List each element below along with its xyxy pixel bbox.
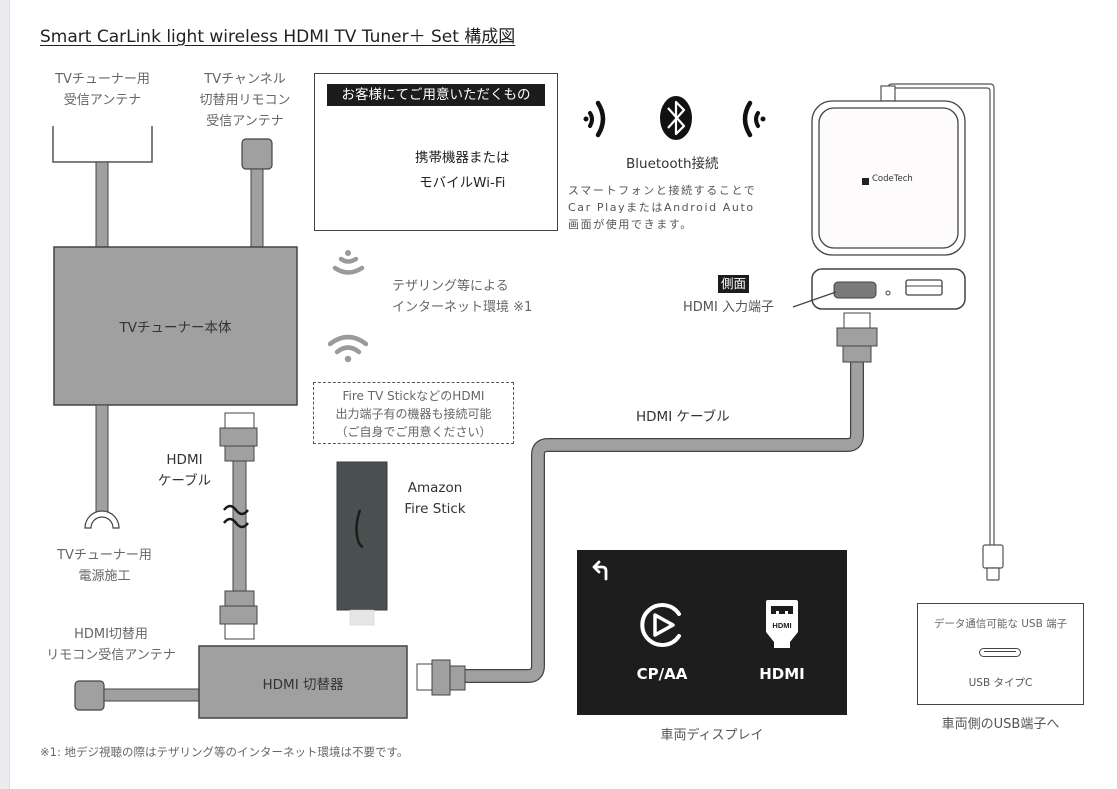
hdmi-cable-main [416, 312, 878, 696]
tv-antenna-label: TVチューナー用 受信アンテナ [40, 69, 165, 111]
channel-remote-label-line2: 切替用リモコン [199, 93, 291, 108]
tv-tuner-body [53, 246, 298, 406]
tv-antenna-icon [52, 126, 153, 248]
hdmi-cable-left-line1: HDMI [166, 452, 203, 468]
customer-device-line2: モバイルWi-Fi [419, 175, 506, 191]
bluetooth-desc-line3: 画面が使用できます。 [568, 218, 693, 231]
footnote: ※1: 地デジ視聴の際はテザリング等のインターネット環境は不要です。 [40, 745, 409, 759]
hdmi-input-port-label: HDMI 入力端子 [683, 300, 774, 315]
hdmi-cable-left [219, 412, 258, 640]
bluetooth-label: Bluetooth接続 [626, 156, 719, 172]
customer-device-text: 携帯機器または モバイルWi-Fi [415, 146, 510, 196]
hdmi-cable-main-label: HDMI ケーブル [636, 409, 730, 425]
bluetooth-desc-line2: Car PlayまたはAndroid Auto [568, 201, 755, 214]
usb-c-plug-icon [982, 544, 1004, 581]
carplay-android-auto-icon [640, 603, 681, 647]
usb-to-vehicle-label: 車両側のUSB端子へ [941, 717, 1060, 732]
cp-aa-label: CP/AA [636, 665, 688, 683]
channel-remote-label-line1: TVチャンネル [204, 72, 286, 87]
tv-antenna-label-line2: 受信アンテナ [63, 93, 142, 108]
hdmi-switch-remote-line2: リモコン受信アンテナ [46, 648, 176, 663]
customer-provided-header: お客様にてご用意いただくもの [327, 84, 545, 106]
wifi-icon [327, 334, 369, 363]
left-edge-bar [0, 0, 10, 789]
codetech-logo-icon [862, 178, 869, 185]
fire-tv-note-line1: Fire TV StickなどのHDMI [342, 389, 485, 403]
tv-tuner-body-label: TVチューナー本体 [119, 320, 232, 336]
hdmi-label: HDMI [759, 665, 805, 683]
brand-label: CodeTech [872, 174, 913, 184]
hdmi-switch-remote-line1: HDMI切替用 [74, 627, 148, 642]
channel-remote-antenna-icon [241, 138, 273, 248]
car-display-screen: CP/AA HDMI HDMI [577, 550, 847, 715]
bluetooth-icon [660, 96, 692, 140]
hdmi-icon-text: HDMI [772, 621, 791, 630]
usb-port-type: USB タイプC [968, 677, 1033, 689]
power-plug-icon [84, 404, 120, 529]
car-display-label: 車両ディスプレイ [660, 728, 764, 743]
tethering-line1: テザリング等による [392, 279, 509, 294]
hdmi-input-button[interactable]: HDMI HDMI [732, 590, 832, 690]
page-title: Smart CarLink light wireless HDMI TV Tun… [40, 27, 516, 47]
fire-tv-note-line2: 出力端子有の機器も接続可能 [335, 407, 492, 421]
signal-wave-icon [332, 250, 365, 275]
fire-stick-label: Amazon Fire Stick [395, 478, 475, 520]
signal-out-right-icon [742, 100, 766, 138]
hdmi-connector-icon: HDMI [766, 600, 798, 648]
usb-c-port-icon [979, 648, 1021, 657]
tv-power-label-line1: TVチューナー用 [57, 548, 152, 563]
signal-out-left-icon [583, 100, 606, 138]
tv-power-label: TVチューナー用 電源施工 [52, 545, 157, 587]
hdmi-cable-left-label: HDMI ケーブル [152, 450, 217, 492]
wireless-adapter-device [811, 83, 995, 545]
fire-stick-label-line2: Fire Stick [404, 501, 466, 517]
tethering-label: テザリング等による インターネット環境 ※1 [392, 276, 532, 318]
hdmi-switch-remote-antenna-icon [74, 680, 201, 711]
hdmi-switch-label: HDMI 切替器 [262, 677, 344, 693]
bluetooth-desc-line1: スマートフォンと接続することで [568, 184, 757, 197]
usb-port-box: データ通信可能な USB 端子 USB タイプC [917, 603, 1084, 705]
fire-stick-label-line1: Amazon [407, 480, 463, 496]
customer-provided-box: お客様にてご用意いただくもの 携帯機器または モバイルWi-Fi [314, 73, 558, 231]
bluetooth-description: スマートフォンと接続することで Car PlayまたはAndroid Auto … [568, 182, 756, 233]
usb-port-title: データ通信可能な USB 端子 [933, 618, 1068, 630]
side-view-tag: 側面 [718, 275, 750, 293]
adapter-side-view [792, 268, 966, 310]
tethering-line2: インターネット環境 ※1 [392, 300, 533, 315]
fire-tv-note-line3: （ご自身でご用意ください） [335, 425, 492, 439]
tv-antenna-label-line1: TVチューナー用 [55, 72, 150, 87]
channel-remote-label-line3: 受信アンテナ [206, 114, 284, 129]
fire-stick-icon [336, 461, 388, 626]
hdmi-switch-box [198, 645, 408, 719]
fire-tv-note-box: Fire TV StickなどのHDMI 出力端子有の機器も接続可能 （ご自身で… [313, 382, 514, 444]
channel-remote-antenna-label: TVチャンネル 切替用リモコン 受信アンテナ [190, 69, 300, 132]
customer-device-line1: 携帯機器または [415, 150, 510, 166]
back-arrow-icon[interactable] [591, 560, 613, 582]
cp-aa-button[interactable]: CP/AA [612, 590, 712, 690]
hdmi-switch-remote-label: HDMI切替用 リモコン受信アンテナ [36, 624, 186, 666]
hdmi-cable-left-line2: ケーブル [157, 473, 212, 489]
tv-power-label-line2: 電源施工 [78, 569, 131, 584]
